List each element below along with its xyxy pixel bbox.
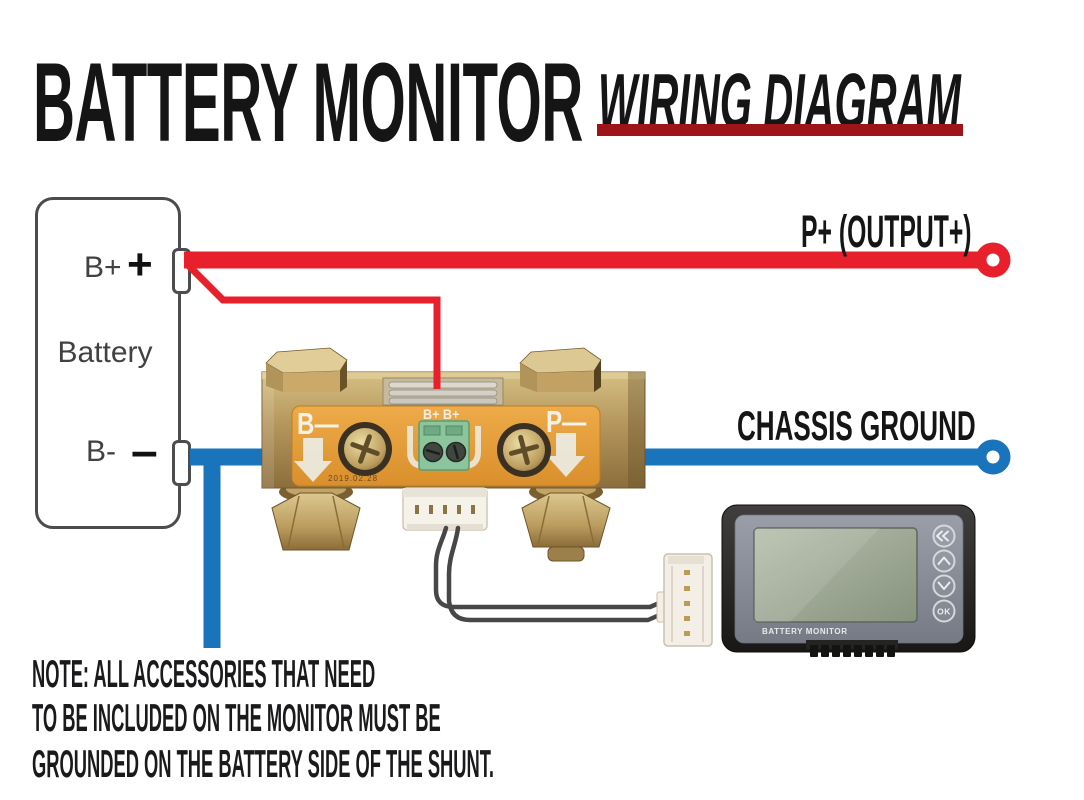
shunt-jst-connector <box>402 487 488 531</box>
positive-sense-wire <box>186 263 441 389</box>
shunt-left-bolt <box>265 347 348 392</box>
battery-outline <box>35 197 181 529</box>
positive-wire <box>184 242 1011 475</box>
double-chevron-left-icon <box>936 530 949 542</box>
ground-wire-label: CHASSIS GROUND <box>737 402 976 449</box>
down-arrow-right-icon <box>547 433 585 477</box>
battery-monitor-device: BATTERY MONITOR OK <box>721 504 976 657</box>
monitor-ok-button[interactable] <box>932 599 956 623</box>
shunt-bottom-left-nut <box>271 481 361 551</box>
shunt: B— P— <box>261 347 646 562</box>
shunt-left-screw <box>338 422 392 476</box>
monitor-jst-connector <box>656 553 713 647</box>
note-line-2: TO BE INCLUDED ON THE MONITOR MUST BE <box>32 697 441 740</box>
shunt-resistor-strips <box>382 377 504 406</box>
monitor-down-button[interactable] <box>932 574 956 598</box>
note-line-1: NOTE: ALL ACCESSORIES THAT NEED <box>32 653 376 696</box>
shunt-right-terminal-label: P— <box>546 404 586 439</box>
page-title: BATTERY MONITOR <box>33 40 583 165</box>
subtitle-underline <box>597 124 963 136</box>
shunt-bottom-right-nut <box>521 481 611 562</box>
sense-cable <box>433 525 667 623</box>
battery-name-label: Battery <box>57 336 153 369</box>
output-wire-label: P+ (OUTPUT+) <box>801 206 972 257</box>
battery-negative-label: B- <box>86 435 116 468</box>
negative-ring-terminal <box>975 439 1011 475</box>
shunt-right-screw <box>497 423 551 477</box>
monitor-bottom-connector <box>806 640 898 657</box>
shunt-date-code: 2019.02.28 <box>328 474 378 483</box>
monitor-lcd-screen <box>753 527 918 623</box>
monitor-up-button[interactable] <box>932 549 956 573</box>
monitor-device-label: BATTERY MONITOR <box>762 627 848 636</box>
shunt-left-terminal-label: B— <box>297 406 339 441</box>
note-line-3: GROUNDED ON THE BATTERY SIDE OF THE SHUN… <box>32 743 495 786</box>
sense-terminal-block <box>407 420 481 471</box>
shunt-right-bolt <box>519 347 602 392</box>
positive-ring-terminal <box>975 242 1011 278</box>
ok-button-label: OK <box>937 607 951 617</box>
down-arrow-left-icon <box>294 438 332 482</box>
shunt-sense-terminals-label: B+ B+ <box>423 406 460 422</box>
battery-positive-label: B+ <box>84 251 122 284</box>
plus-symbol: + <box>127 240 153 289</box>
chevron-up-icon <box>937 556 951 565</box>
chevron-down-icon <box>937 581 951 590</box>
minus-symbol: – <box>131 425 158 478</box>
battery-negative-terminal-tab <box>172 440 191 486</box>
